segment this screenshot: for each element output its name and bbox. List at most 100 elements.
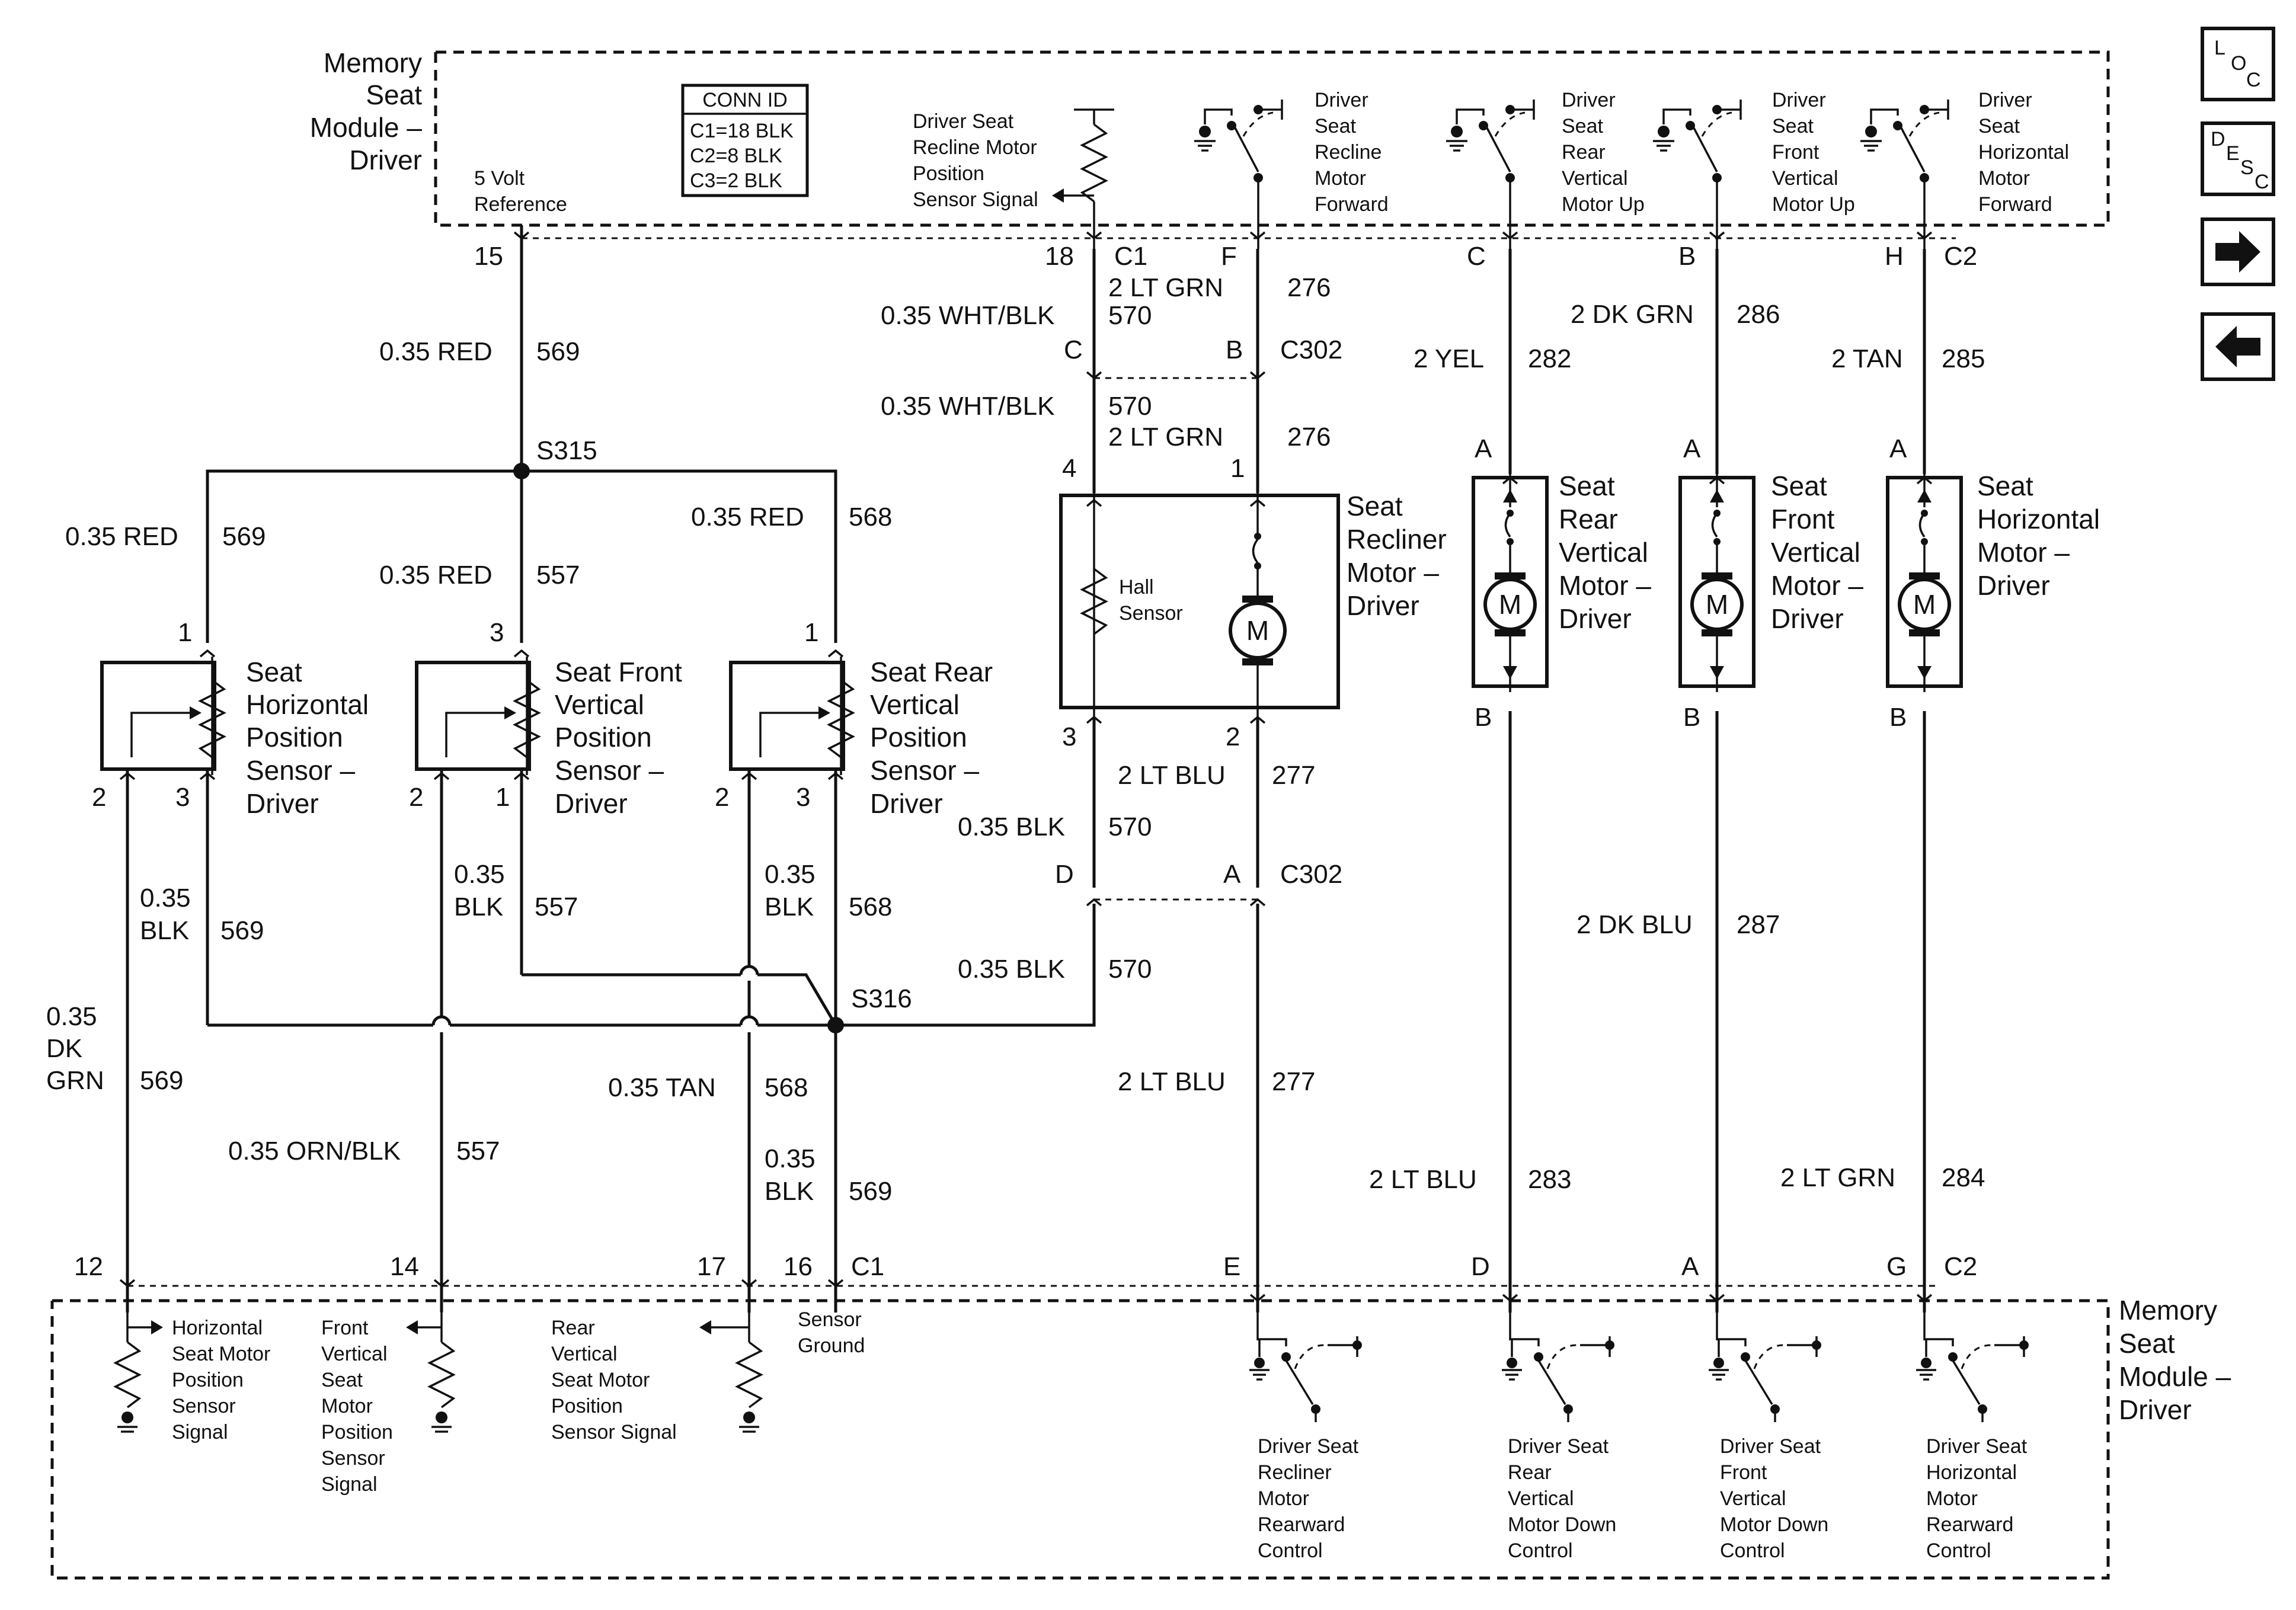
svg-text:Motor: Motor [321, 1395, 373, 1417]
svg-text:C302: C302 [1280, 860, 1342, 889]
svg-text:570: 570 [1108, 301, 1152, 330]
svg-text:A: A [1683, 434, 1701, 463]
svg-text:0.35: 0.35 [46, 1002, 97, 1031]
svg-text:GRN: GRN [46, 1066, 104, 1095]
svg-text:Forward: Forward [1315, 193, 1389, 216]
svg-text:Reference: Reference [474, 193, 567, 216]
svg-text:0.35: 0.35 [140, 884, 191, 913]
connector-chevron [119, 1279, 136, 1288]
svg-text:Seat: Seat [1559, 470, 1615, 501]
desc-button[interactable]: D E S C [2201, 121, 2275, 196]
svg-text:569: 569 [140, 1066, 183, 1095]
svg-text:2 LT GRN: 2 LT GRN [1108, 422, 1223, 452]
svg-text:3: 3 [175, 783, 190, 812]
bottom-sensor-rear [699, 1313, 763, 1433]
front-sensor-label: 3 2 1 Seat Front Vertical Position Senso… [409, 618, 682, 819]
svg-text:570: 570 [1108, 392, 1152, 421]
svg-text:Driver: Driver [1978, 89, 2032, 111]
svg-text:Seat: Seat [1771, 470, 1827, 501]
svg-text:Sensor –: Sensor – [246, 755, 356, 786]
svg-text:Motor –: Motor – [1771, 570, 1863, 601]
prev-page-button[interactable] [2201, 312, 2275, 381]
svg-text:17: 17 [697, 1252, 726, 1281]
svg-text:Rear: Rear [1559, 504, 1618, 534]
svg-text:1: 1 [178, 618, 192, 647]
connector-chevron [1086, 715, 1102, 724]
connector-chevron [827, 772, 844, 780]
svg-text:15: 15 [474, 242, 503, 271]
loc-button[interactable]: L O C [2201, 27, 2275, 101]
svg-text:Driver: Driver [349, 145, 422, 175]
next-page-button[interactable] [2201, 217, 2275, 286]
svg-text:Module –: Module – [2119, 1361, 2231, 1392]
svg-text:Driver: Driver [1771, 603, 1844, 634]
svg-text:Vertical: Vertical [321, 1343, 388, 1365]
arrow-left-icon [2215, 326, 2260, 367]
svg-text:Motor –: Motor – [1977, 537, 2070, 568]
connector-chevron [1709, 231, 1725, 240]
svg-text:Driver Seat: Driver Seat [1258, 1435, 1359, 1458]
svg-text:CONN ID: CONN ID [702, 89, 788, 111]
svg-text:Recliner: Recliner [1347, 524, 1447, 555]
connector-chevron [433, 772, 450, 780]
svg-text:D: D [2211, 128, 2225, 151]
svg-text:Seat: Seat [1562, 115, 1603, 137]
svg-text:Vertical: Vertical [1772, 167, 1838, 190]
svg-text:2 LT GRN: 2 LT GRN [1108, 273, 1223, 302]
svg-text:14: 14 [390, 1252, 419, 1281]
svg-text:Sensor Signal: Sensor Signal [551, 1421, 677, 1443]
bottom-module-labels: Horizontal Seat Motor Position Sensor Si… [172, 1308, 2028, 1562]
svg-text:287: 287 [1737, 910, 1780, 939]
svg-text:569: 569 [849, 1177, 892, 1206]
svg-text:B: B [1678, 242, 1696, 271]
connector-chevron [1502, 1294, 1518, 1302]
svg-text:Rear: Rear [1562, 141, 1606, 164]
svg-text:18: 18 [1045, 242, 1074, 271]
svg-text:3: 3 [796, 783, 810, 812]
svg-text:0.35: 0.35 [454, 860, 505, 889]
svg-text:Driver Seat: Driver Seat [913, 110, 1014, 133]
svg-text:Hall: Hall [1119, 576, 1154, 598]
svg-text:H: H [1885, 242, 1904, 271]
horiz-motor-label: A B M Seat Horizontal Motor – Driver [1889, 434, 2100, 732]
svg-text:Driver Seat: Driver Seat [1508, 1435, 1609, 1458]
svg-text:Signal: Signal [172, 1421, 228, 1443]
svg-text:Seat: Seat [321, 1369, 363, 1391]
svg-text:557: 557 [536, 561, 580, 590]
svg-text:Sensor –: Sensor – [870, 755, 980, 786]
svg-text:2: 2 [715, 783, 729, 812]
svg-text:C: C [1467, 242, 1486, 271]
svg-text:Vertical: Vertical [1508, 1487, 1574, 1510]
recliner-motor-box [1059, 493, 1340, 717]
relay-switch-recline-rwd [1248, 1313, 1363, 1423]
svg-text:277: 277 [1272, 1067, 1315, 1096]
svg-text:Sensor: Sensor [172, 1395, 236, 1417]
connector-chevron [1502, 231, 1518, 240]
conn-id-box: CONN ID C1=18 BLK C2=8 BLK C3=2 BLK [681, 84, 809, 197]
svg-text:Front: Front [1720, 1461, 1767, 1484]
connector-chevron [433, 1279, 450, 1288]
svg-text:5 Volt: 5 Volt [474, 167, 525, 190]
svg-text:569: 569 [536, 337, 580, 366]
connector-chevron [119, 772, 136, 780]
recliner-motor-label: 4 1 3 2 Hall Sensor M Seat Recliner Moto… [1062, 454, 1447, 751]
bottom-module-title: Memory Seat Module – Driver [2119, 1295, 2231, 1425]
front-vert-position-sensor [417, 657, 539, 775]
svg-text:568: 568 [849, 502, 892, 532]
svg-text:Driver Seat: Driver Seat [1926, 1435, 2028, 1458]
svg-text:Rearward: Rearward [1926, 1513, 2013, 1536]
svg-text:Vertical: Vertical [1720, 1487, 1786, 1510]
svg-text:Signal: Signal [321, 1473, 378, 1496]
svg-text:Seat Motor: Seat Motor [172, 1343, 270, 1365]
svg-text:Sensor: Sensor [798, 1308, 862, 1331]
svg-text:Vertical: Vertical [1559, 537, 1648, 568]
rear-sensor-label: 1 2 3 Seat Rear Vertical Position Sensor… [715, 618, 993, 819]
svg-text:Vertical: Vertical [870, 689, 960, 720]
svg-text:Front: Front [1771, 504, 1835, 534]
svg-text:Seat Front: Seat Front [555, 657, 682, 687]
svg-text:Motor –: Motor – [1347, 557, 1439, 588]
svg-text:Motor: Motor [1978, 167, 2030, 190]
svg-text:Horizontal: Horizontal [1978, 141, 2069, 164]
svg-text:Seat: Seat [2119, 1328, 2175, 1359]
